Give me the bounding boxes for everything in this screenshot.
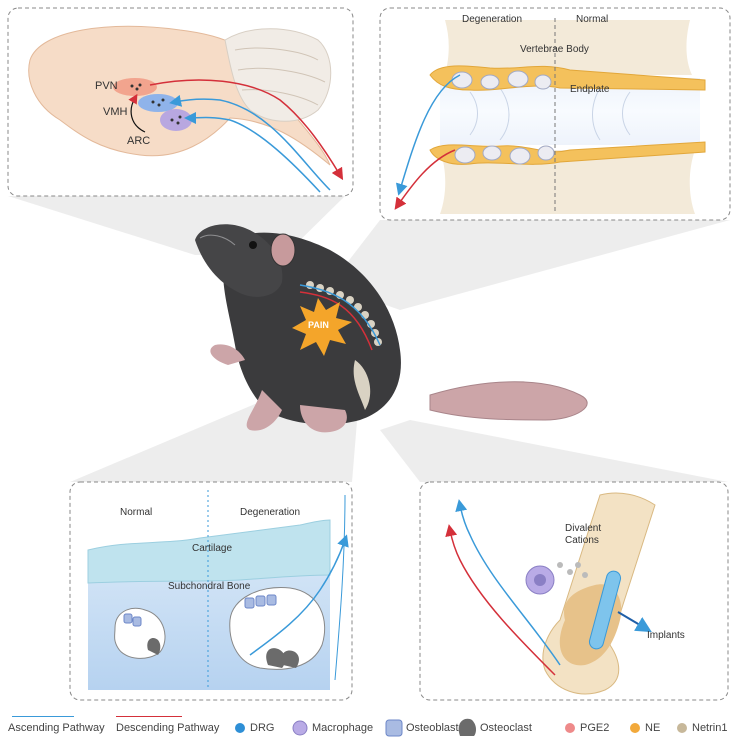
vertebrae-body-label: Vertebrae Body — [520, 44, 589, 55]
drg-icon — [235, 723, 245, 733]
brain-ascending-path-2 — [184, 111, 321, 193]
mouse-illustration — [195, 224, 588, 433]
endplate-label: Endplate — [570, 84, 610, 95]
implant-descending-path — [445, 524, 556, 676]
spine-illustration — [429, 18, 706, 214]
pge2-icon — [565, 723, 575, 733]
pvn-label: PVN — [95, 80, 118, 92]
arc-label: ARC — [127, 135, 151, 147]
macrophage-label: Macrophage — [312, 722, 374, 734]
implant-illustration — [525, 492, 656, 695]
cartilage-label: Cartilage — [192, 543, 233, 554]
pain-label: PAIN — [308, 320, 329, 330]
divalent-cations-label: Divalent Cations — [565, 523, 602, 546]
ascending-pathway-label: Ascending Pathway — [8, 722, 105, 734]
spine-normal-label: Normal — [576, 14, 609, 25]
descending-pathway-line — [116, 716, 182, 717]
osteoblast-icon — [385, 719, 403, 737]
joint-degeneration-label: Degeneration — [240, 507, 301, 518]
ne-label: NE — [645, 722, 661, 734]
brain-descending-path — [149, 79, 344, 181]
spine-ascending-path — [395, 74, 461, 196]
osteoblast-label: Osteoblast — [406, 722, 459, 734]
joint-illustration — [87, 490, 331, 690]
joint-ascending-path-2 — [334, 494, 346, 681]
joint-normal-label: Normal — [120, 507, 153, 518]
subchondral-bone-label: Subchondral Bone — [168, 581, 251, 592]
vmh-label: VMH — [103, 106, 128, 118]
legend-icons — [235, 718, 687, 737]
ne-icon — [630, 723, 640, 733]
ascending-pathway-line — [12, 716, 74, 717]
implant-zoom-funnel — [380, 420, 728, 482]
spine-zoom-funnel — [330, 220, 730, 310]
osteoclast-icon — [458, 718, 476, 736]
macrophage-icon — [292, 720, 308, 736]
implant-ascending-path — [455, 499, 561, 666]
pain-burst — [292, 298, 352, 356]
descending-pathway-label: Descending Pathway — [116, 722, 220, 734]
spine-degeneration-label: Degeneration — [462, 14, 523, 25]
brain-ascending-path — [169, 94, 331, 191]
implants-label: Implants — [647, 630, 685, 641]
joint-ascending-path — [249, 534, 349, 656]
spine-descending-path — [394, 149, 456, 210]
netrin1-label: Netrin1 — [692, 722, 728, 734]
osteoclast-label: Osteoclast — [480, 722, 532, 734]
pge2-label: PGE2 — [580, 722, 610, 734]
drg-label: DRG — [250, 722, 275, 734]
netrin1-icon — [677, 723, 687, 733]
